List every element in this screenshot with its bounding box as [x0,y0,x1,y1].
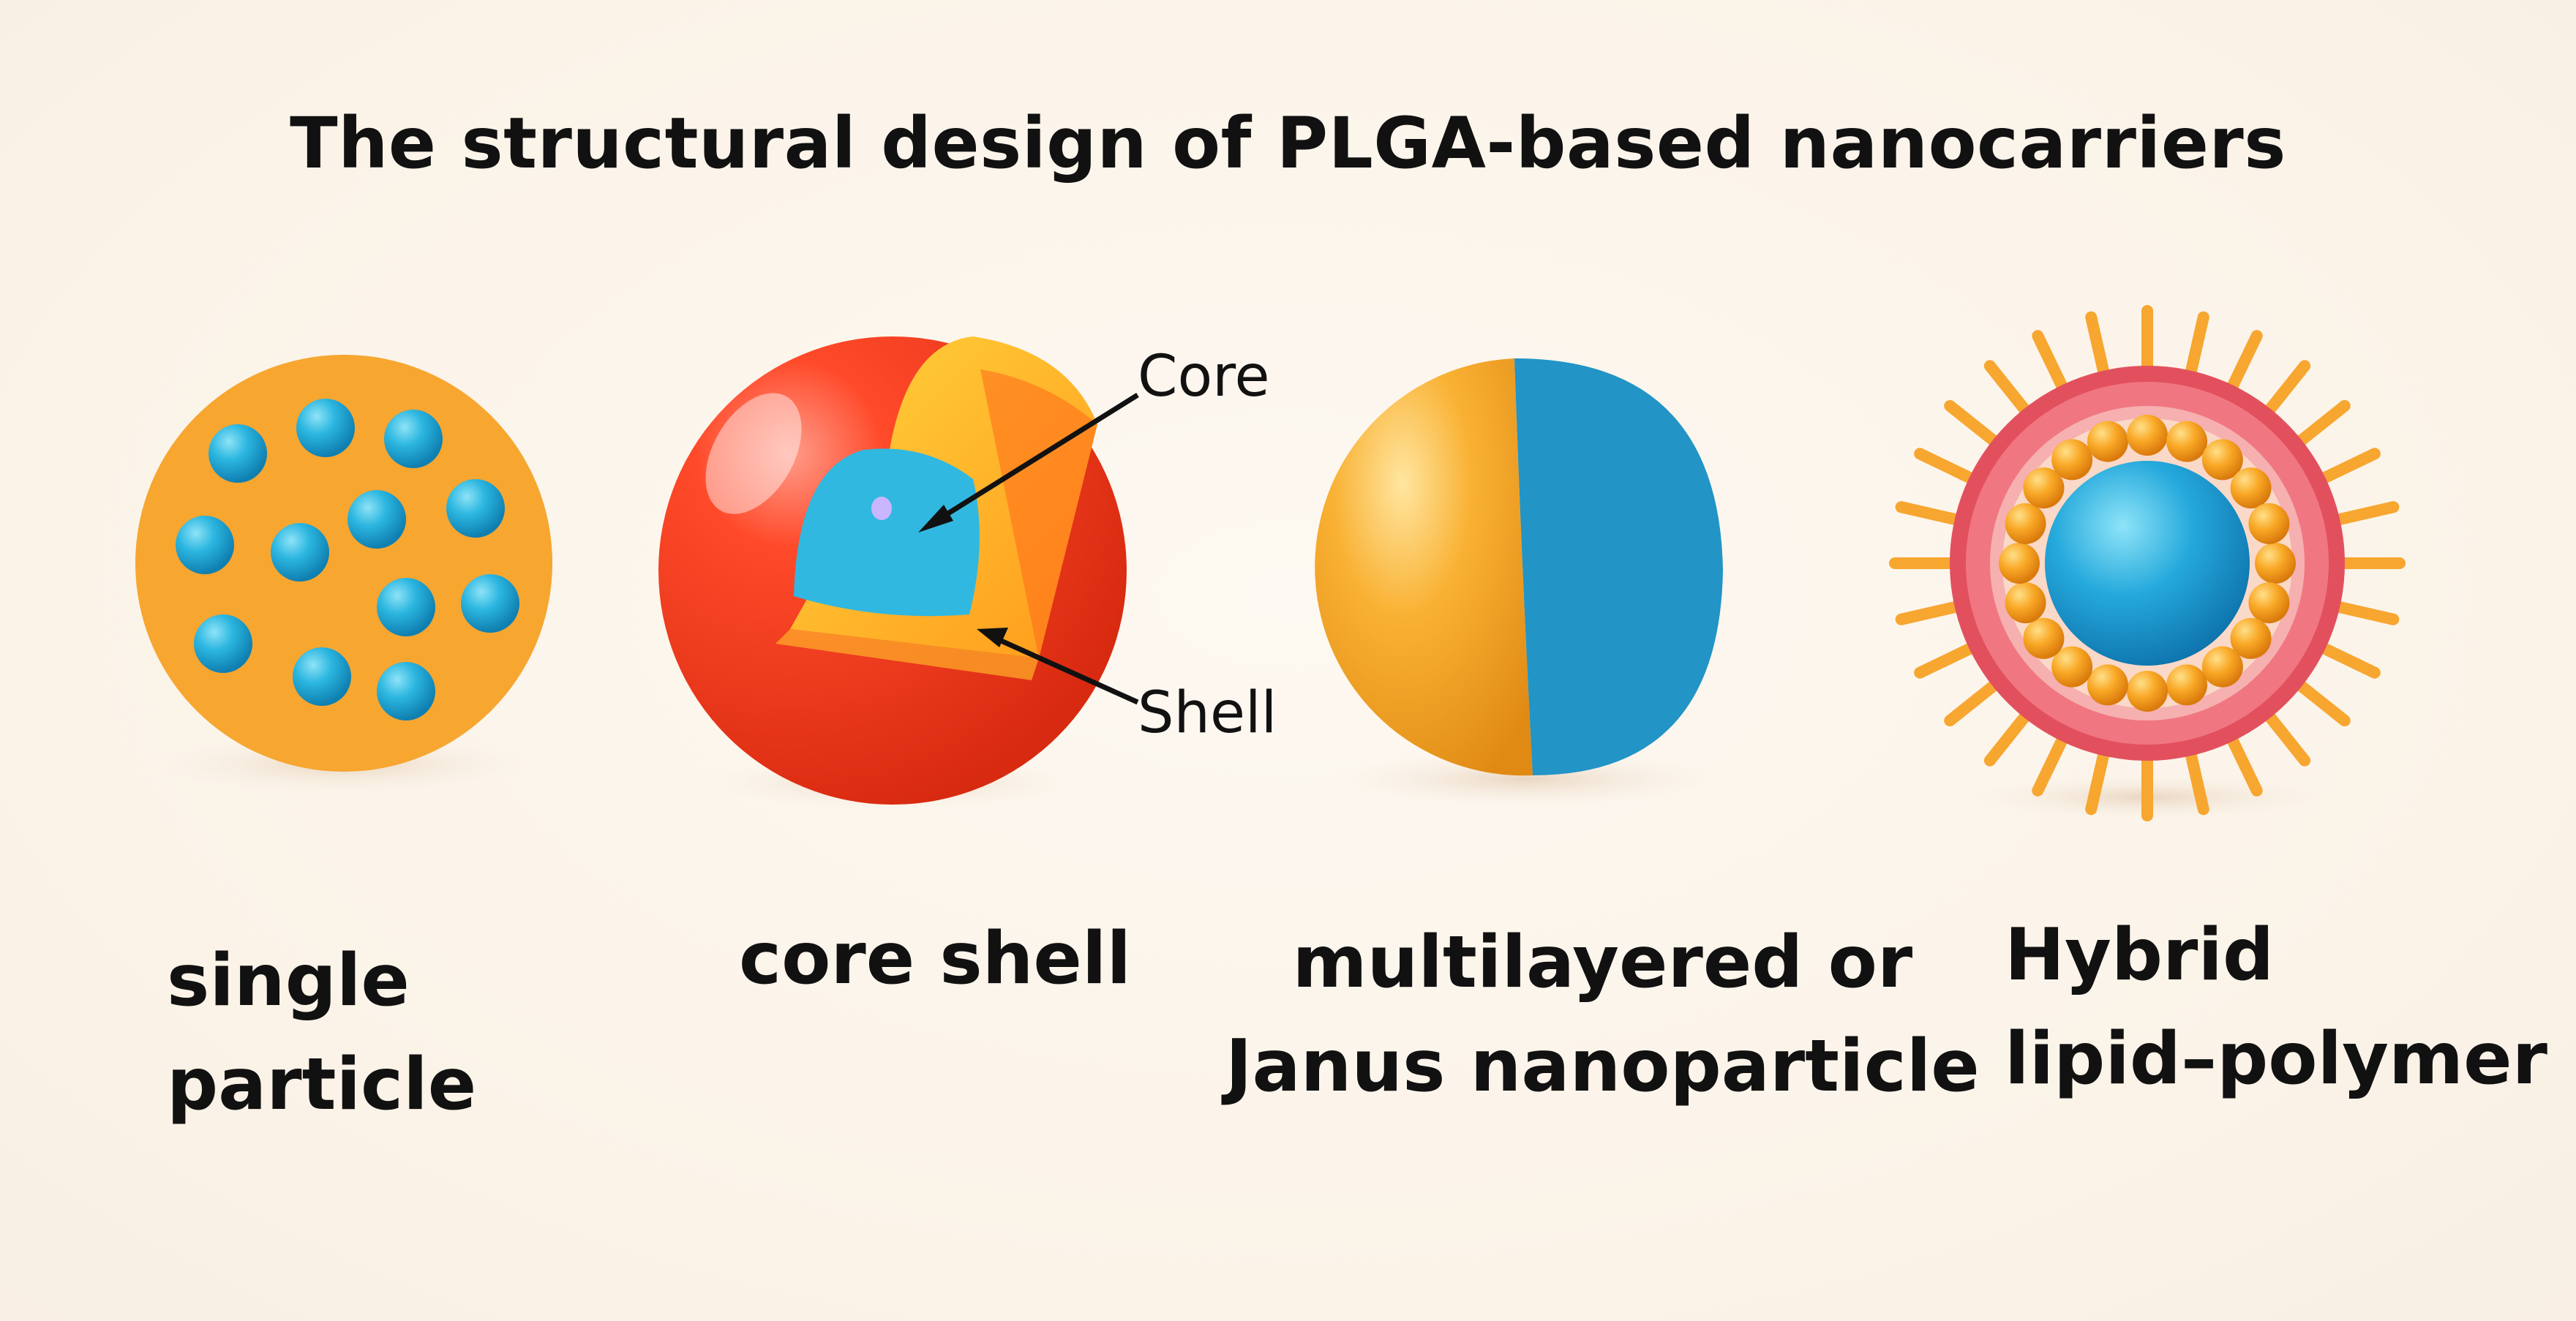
lipid-head-bead-icon [2201,439,2243,481]
lipid-head-bead-icon [1999,543,2040,584]
label-line: Hybrid [2005,914,2275,997]
core-callout-label: Core [1138,344,1270,410]
single-particle-label: single particle [167,929,476,1137]
label-line: lipid–polymer [2005,1017,2547,1102]
janus-particle-label: multilayered or Janus nanoparticle [1225,911,1980,1118]
label-line: Janus nanoparticle [1225,1025,1980,1109]
hybrid-lipid-polymer-label: Hybrid lipid–polymer [2005,903,2547,1111]
shell-callout-label: Shell [1138,680,1277,746]
lipid-head-bead-icons [1999,415,2296,712]
single-particle-bead-icons [176,399,519,720]
core-shell-label: core shell [739,907,1131,1011]
lipid-head-bead-icon [2166,664,2208,706]
lipid-head-bead-icon [2087,421,2128,462]
label-line: particle [167,1043,477,1127]
lipid-head-bead-icon [2127,671,2168,712]
lipid-head-bead-icon [2230,467,2272,509]
label-line: single [167,939,410,1023]
diagram-title: The structural design of PLGA-based nano… [290,102,2286,184]
lipid-head-bead-icon [2201,646,2243,688]
lipid-head-bead-icon [2230,617,2272,659]
core-shell-icon [658,336,1139,809]
lipid-head-bead-icon [2023,467,2065,509]
lipid-head-bead-icon [2005,582,2046,624]
lipid-head-bead-icon [2166,421,2208,462]
core-region-icon [794,448,980,617]
lipid-head-bead-icon [2248,582,2290,624]
lipid-head-bead-icon [2248,503,2290,544]
single-particle-icon [135,355,552,794]
lipid-head-bead-icon [2023,617,2065,659]
lipid-head-bead-icon [2255,543,2296,584]
lipid-head-bead-icon [2087,664,2128,706]
lipid-head-bead-icon [2051,439,2093,481]
lipid-head-bead-icon [2127,415,2168,456]
hybrid-lipid-polymer-icon [1889,305,2406,821]
lipid-head-bead-icon [2051,646,2093,688]
lipid-head-bead-icon [2005,503,2046,544]
hybrid-core-icon [2045,461,2250,666]
label-line: core shell [739,917,1132,1001]
label-line: multilayered or [1292,921,1913,1004]
janus-particle-icon [1315,358,1723,807]
